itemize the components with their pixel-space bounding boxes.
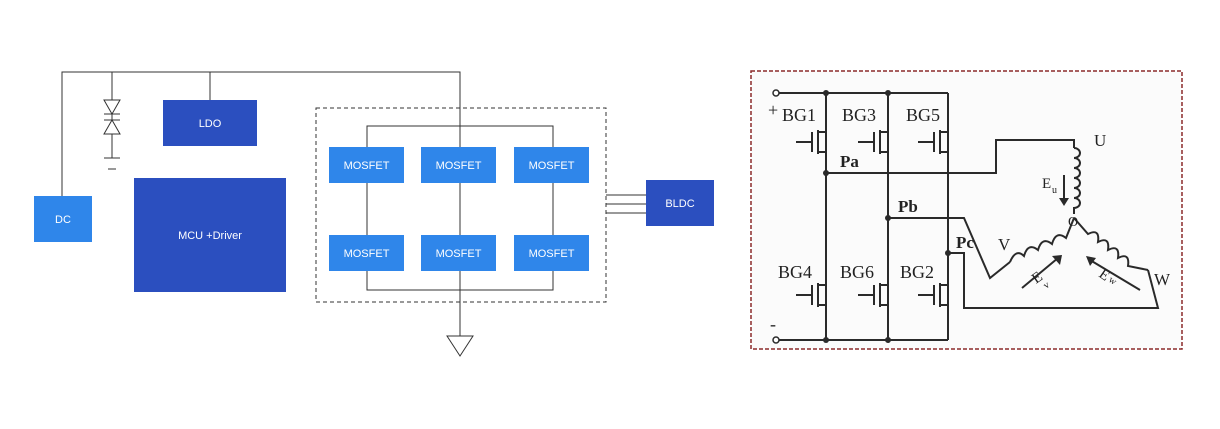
emf-v-subscript: v	[1041, 280, 1051, 292]
switch-bg3-symbol	[858, 130, 888, 154]
switch-bg6-symbol	[858, 283, 888, 307]
negative-terminal	[772, 336, 780, 344]
emf-v-arrowhead	[1052, 255, 1062, 265]
switch-label-bg5: BG5	[906, 105, 940, 125]
junction-dot	[885, 215, 891, 221]
switch-label-bg3: BG3	[842, 105, 876, 125]
junction-dot	[945, 250, 951, 256]
wire-pa-to-u	[826, 139, 1075, 174]
mosfet-label: MOSFET	[436, 248, 482, 260]
plus-label: +	[768, 100, 778, 120]
switch-label-bg2: BG2	[900, 262, 934, 282]
dc-block: DC	[34, 196, 92, 242]
ldo-label: LDO	[199, 118, 222, 130]
switch-label-bg4: BG4	[778, 262, 812, 282]
mosfet-high-3: MOSFET	[514, 147, 589, 183]
coil-w	[1073, 217, 1149, 271]
bridge-bus	[366, 125, 554, 291]
mosfet-label: MOSFET	[529, 160, 575, 172]
dc-label: DC	[55, 214, 71, 226]
wire-pc-to-w	[948, 252, 1160, 309]
junction-dot	[823, 170, 829, 176]
mcu-driver-block: MCU +Driver	[134, 178, 286, 292]
mosfet-low-3: MOSFET	[514, 235, 589, 271]
schematic-frame	[750, 70, 1183, 350]
inverter-frame	[315, 107, 607, 303]
node-label-pa: Pa	[840, 152, 859, 171]
switch-bg5-symbol	[918, 130, 948, 154]
ground-symbol	[446, 335, 474, 357]
positive-terminal	[772, 89, 780, 97]
switch-bg4-symbol	[796, 283, 826, 307]
phase-label-v: V	[998, 235, 1011, 254]
diode-upper-symbol	[103, 99, 121, 116]
phase-label-w: W	[1154, 270, 1171, 289]
minus-label: -	[770, 314, 776, 334]
bldc-label: BLDC	[665, 198, 694, 210]
emf-v-arrow	[1021, 257, 1059, 289]
coil-u	[1073, 147, 1081, 214]
junction-dot	[885, 90, 891, 96]
emf-w-arrowhead	[1086, 256, 1096, 266]
supply-rail	[61, 71, 461, 336]
mcu-driver-label: MCU +Driver	[178, 230, 242, 242]
mosfet-label: MOSFET	[436, 160, 482, 172]
switch-label-bg6: BG6	[840, 262, 874, 282]
node-label-pc: Pc	[956, 233, 974, 252]
mosfet-high-2: MOSFET	[421, 147, 496, 183]
bldc-block: BLDC	[646, 180, 714, 226]
block-diagram	[61, 71, 646, 357]
junction-dot	[823, 90, 829, 96]
mosfet-low-2: MOSFET	[421, 235, 496, 271]
mosfet-label: MOSFET	[344, 248, 390, 260]
emf-u-arrowhead	[1059, 198, 1069, 206]
ldo-block: LDO	[163, 100, 257, 146]
neutral-label: O	[1068, 215, 1078, 230]
wire-pb-to-v	[888, 217, 1011, 280]
mosfet-label: MOSFET	[344, 160, 390, 172]
node-label-pb: Pb	[898, 197, 918, 216]
switch-bg1-symbol	[796, 130, 826, 154]
switch-label-bg1: BG1	[782, 105, 816, 125]
mosfet-label: MOSFET	[529, 248, 575, 260]
emf-u-label: E	[1042, 176, 1051, 192]
junction-dot	[885, 337, 891, 343]
mosfet-high-1: MOSFET	[329, 147, 404, 183]
bridge-schematic: + - BG1 BG3 BG5 BG4 BG6 BG2 Pa Pb Pc U V…	[750, 70, 1183, 350]
junction-dot	[823, 337, 829, 343]
diode-lower-symbol	[103, 118, 121, 135]
phase-label-u: U	[1094, 131, 1106, 150]
mosfet-low-1: MOSFET	[329, 235, 404, 271]
coil-v	[1009, 217, 1075, 263]
emf-w-arrow	[1089, 259, 1141, 291]
switch-bg2-symbol	[918, 283, 948, 307]
emf-u-subscript: u	[1052, 185, 1057, 196]
